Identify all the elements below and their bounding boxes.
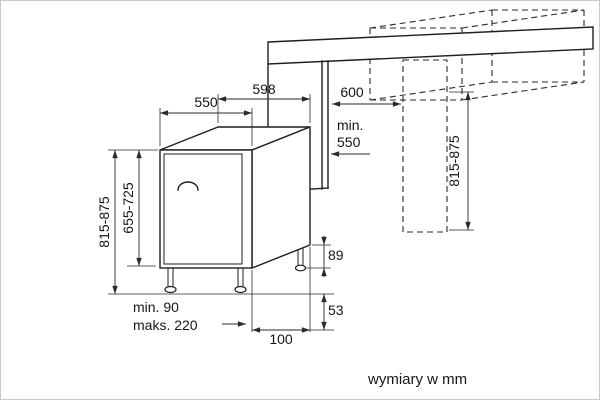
dim-depth-598: 598 bbox=[217, 81, 311, 123]
front-left-leg bbox=[167, 268, 174, 287]
label-100: 100 bbox=[269, 331, 293, 347]
ext-line bbox=[217, 94, 311, 123]
label-598: 598 bbox=[252, 81, 276, 97]
label-plinth-max: maks. 220 bbox=[133, 317, 198, 333]
dashed-box-front-face bbox=[369, 27, 463, 101]
label-min: min. bbox=[337, 117, 363, 133]
dim-gap-53: 53 bbox=[321, 294, 344, 330]
label-600: 600 bbox=[340, 84, 364, 100]
dim-niche-600: 600 bbox=[332, 84, 401, 107]
dashed-box-depth-edges bbox=[369, 9, 585, 101]
floor-lines bbox=[108, 247, 334, 332]
dim-height-815-875-left: 815-875 bbox=[96, 149, 158, 294]
dishwasher-door-panel bbox=[163, 153, 243, 265]
dashed-side-panel bbox=[402, 59, 448, 233]
front-left-foot bbox=[164, 285, 177, 294]
front-right-leg bbox=[237, 268, 244, 287]
dim-rear-89: 89 bbox=[305, 236, 344, 277]
dim-width-550: 550 bbox=[159, 94, 253, 146]
label-89: 89 bbox=[328, 247, 344, 263]
dim-niche-depth-550: min. 550 bbox=[331, 117, 370, 157]
label-815-875-left: 815-875 bbox=[96, 196, 112, 248]
label-815-875-right: 815-875 bbox=[446, 135, 462, 187]
label-plinth-min: min. 90 bbox=[133, 299, 179, 315]
counter-top bbox=[267, 26, 594, 65]
label-550: 550 bbox=[194, 94, 218, 110]
rear-leg bbox=[297, 248, 304, 266]
front-right-foot bbox=[234, 285, 247, 294]
label-53: 53 bbox=[328, 302, 344, 318]
dishwasher bbox=[159, 125, 311, 270]
dim-door-655-725: 655-725 bbox=[120, 150, 156, 267]
rear-foot bbox=[294, 264, 307, 272]
dim-offset-100: 100 bbox=[252, 327, 310, 347]
worktop-slab bbox=[267, 26, 594, 65]
label-550-min: 550 bbox=[337, 134, 361, 150]
plinth-note: min. 90 maks. 220 bbox=[133, 299, 246, 333]
dishwasher-front-face bbox=[159, 149, 253, 269]
door-handle-icon bbox=[177, 181, 199, 191]
dishwasher-side-face bbox=[251, 125, 311, 270]
dim-adjacent-815-875: 815-875 bbox=[446, 91, 474, 231]
feet bbox=[164, 248, 307, 294]
label-655-725: 655-725 bbox=[120, 182, 136, 234]
units-note: wymiary w mm bbox=[367, 371, 467, 388]
